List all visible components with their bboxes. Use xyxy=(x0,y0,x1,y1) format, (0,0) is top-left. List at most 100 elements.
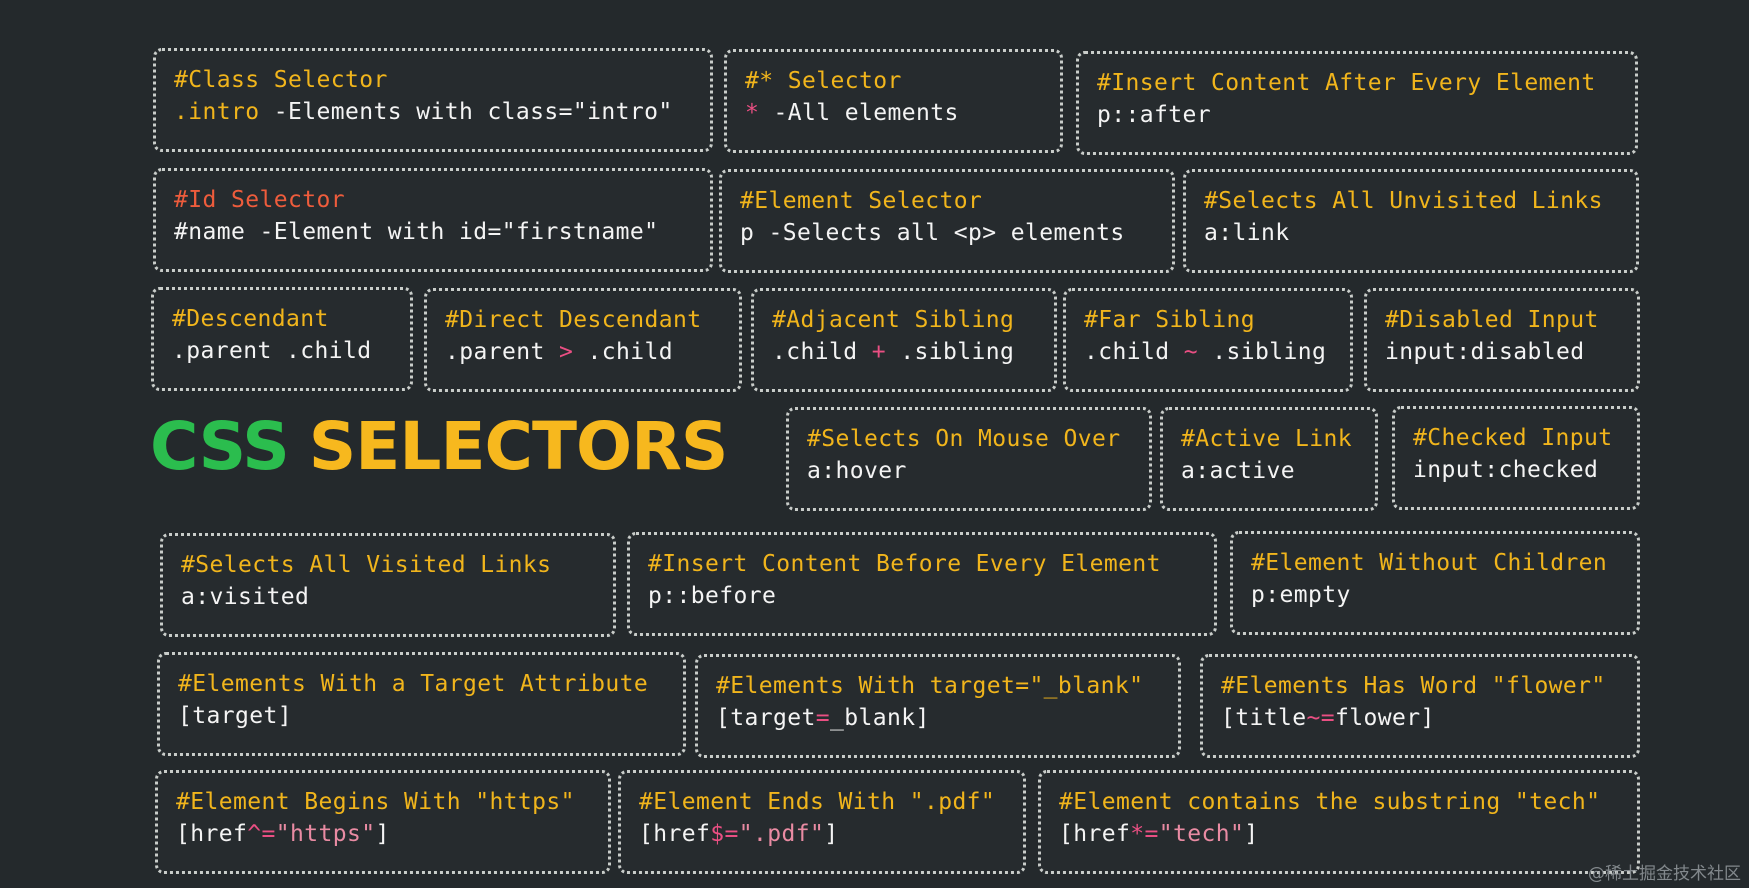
card-title: #Insert Content Before Every Element xyxy=(648,551,1161,577)
card-code: input:checked xyxy=(1413,457,1599,483)
headline-word-css: CSS xyxy=(150,408,290,485)
card-code: .child + .sibling xyxy=(772,335,1036,369)
code-operator: ~= xyxy=(1306,705,1335,731)
card-descendant: #Descendant .parent .child xyxy=(151,287,413,391)
code-part-b: .sibling xyxy=(900,339,1015,365)
card-before-pseudo: #Insert Content Before Every Element p::… xyxy=(627,532,1217,636)
card-code: p::after xyxy=(1097,102,1211,128)
card-title: #Insert Content After Every Element xyxy=(1097,70,1596,96)
card-code: [target] xyxy=(178,703,292,729)
card-target-blank: #Elements With target="_blank" [target=_… xyxy=(695,654,1181,758)
code-pre: [href xyxy=(1059,821,1131,847)
code-part-b: .child xyxy=(285,338,372,364)
card-empty: #Element Without Children p:empty xyxy=(1230,531,1640,635)
card-title: #Elements Has Word "flower" xyxy=(1221,673,1606,699)
card-title: #Id Selector xyxy=(174,187,345,213)
code-pre: [target xyxy=(716,705,816,731)
card-code: p -Selects all <p> elements xyxy=(740,216,1154,250)
card-code: [title~=flower] xyxy=(1221,701,1619,735)
card-title: #Class Selector xyxy=(174,67,388,93)
code-selector: .intro xyxy=(174,99,260,125)
card-element-selector: #Element Selector p -Selects all <p> ele… xyxy=(719,169,1175,273)
code-operator: + xyxy=(857,339,901,365)
card-title: #Checked Input xyxy=(1413,425,1613,451)
code-post: flower] xyxy=(1334,705,1435,731)
card-id-selector: #Id Selector #name -Element with id="fir… xyxy=(153,168,713,272)
code-part-a: .child xyxy=(772,339,858,365)
code-operator: = xyxy=(815,705,830,731)
code-part-b: .child xyxy=(587,339,673,365)
code-operator: ~ xyxy=(1169,339,1213,365)
card-direct-descendant: #Direct Descendant .parent > .child xyxy=(424,288,742,392)
code-part-a: .child xyxy=(1084,339,1170,365)
card-title: #Active Link xyxy=(1181,426,1352,452)
card-link: #Selects All Unvisited Links a:link xyxy=(1183,169,1639,273)
card-code: .parent .child xyxy=(172,334,392,368)
card-title: #Element Selector xyxy=(740,188,983,214)
code-part-a: .parent xyxy=(445,339,545,365)
card-code: [target=_blank] xyxy=(716,701,1160,735)
card-title: #Selects On Mouse Over xyxy=(807,426,1121,452)
code-post: _blank] xyxy=(829,705,930,731)
card-code: a:active xyxy=(1181,458,1295,484)
code-description: -All elements xyxy=(759,100,959,126)
card-code: * -All elements xyxy=(745,96,1042,130)
code-operator: ^= xyxy=(247,821,276,847)
card-code: [href^="https"] xyxy=(176,817,590,851)
card-title: #Direct Descendant xyxy=(445,307,702,333)
card-hover: #Selects On Mouse Over a:hover xyxy=(786,407,1152,511)
card-word-flower: #Elements Has Word "flower" [title~=flow… xyxy=(1200,654,1640,758)
code-part-b: .sibling xyxy=(1212,339,1327,365)
code-part-a: .parent xyxy=(172,338,272,364)
card-code: .child ~ .sibling xyxy=(1084,335,1332,369)
card-code: [href*="tech"] xyxy=(1059,817,1619,851)
card-code: .parent > .child xyxy=(445,335,721,369)
code-selector: #name xyxy=(174,219,246,245)
card-far-sibling: #Far Sibling .child ~ .sibling xyxy=(1063,288,1353,392)
code-string: ".pdf" xyxy=(738,821,825,847)
card-adjacent-sibling: #Adjacent Sibling .child + .sibling xyxy=(751,288,1057,392)
card-title: #Adjacent Sibling xyxy=(772,307,1015,333)
card-visited: #Selects All Visited Links a:visited xyxy=(160,533,616,637)
card-title: #Elements With a Target Attribute xyxy=(178,671,649,697)
headline-word-selectors: SELECTORS xyxy=(308,408,729,485)
code-operator xyxy=(272,338,286,364)
code-pre: [href xyxy=(176,821,248,847)
code-selector: * xyxy=(745,100,760,126)
code-post: ] xyxy=(1244,821,1259,847)
card-title: #Element Begins With "https" xyxy=(176,789,575,815)
card-code: a:hover xyxy=(807,458,907,484)
card-class-selector: #Class Selector .intro -Elements with cl… xyxy=(153,48,713,152)
code-operator: $= xyxy=(710,821,739,847)
card-title: #Disabled Input xyxy=(1385,307,1599,333)
code-post: ] xyxy=(824,821,839,847)
card-title: #Element contains the substring "tech" xyxy=(1059,789,1601,815)
card-title: #Element Ends With ".pdf" xyxy=(639,789,996,815)
card-ends-with: #Element Ends With ".pdf" [href$=".pdf"] xyxy=(618,770,1026,874)
card-universal-selector: #* Selector * -All elements xyxy=(724,49,1063,153)
card-title: #Elements With target="_blank" xyxy=(716,673,1144,699)
code-operator: > xyxy=(544,339,588,365)
card-title: #* Selector xyxy=(745,68,902,94)
code-selector: p xyxy=(740,220,755,246)
card-checked-input: #Checked Input input:checked xyxy=(1392,406,1640,510)
card-code: #name -Element with id="firstname" xyxy=(174,215,692,249)
code-pre: [href xyxy=(639,821,711,847)
code-string: "https" xyxy=(275,821,376,847)
card-title: #Element Without Children xyxy=(1251,550,1608,576)
card-code: p:empty xyxy=(1251,582,1351,608)
code-post: ] xyxy=(375,821,390,847)
card-title: #Selects All Unvisited Links xyxy=(1204,188,1603,214)
card-title: #Far Sibling xyxy=(1084,307,1255,333)
code-pre: [title xyxy=(1221,705,1307,731)
card-begins-with: #Element Begins With "https" [href^="htt… xyxy=(155,770,611,874)
card-code: a:link xyxy=(1204,220,1290,246)
card-target-attribute: #Elements With a Target Attribute [targe… xyxy=(157,652,686,756)
card-active-link: #Active Link a:active xyxy=(1160,407,1378,511)
code-description: -Element with id="firstname" xyxy=(245,219,659,245)
card-code: [href$=".pdf"] xyxy=(639,817,1005,851)
code-string: "tech" xyxy=(1158,821,1245,847)
card-code: a:visited xyxy=(181,584,310,610)
